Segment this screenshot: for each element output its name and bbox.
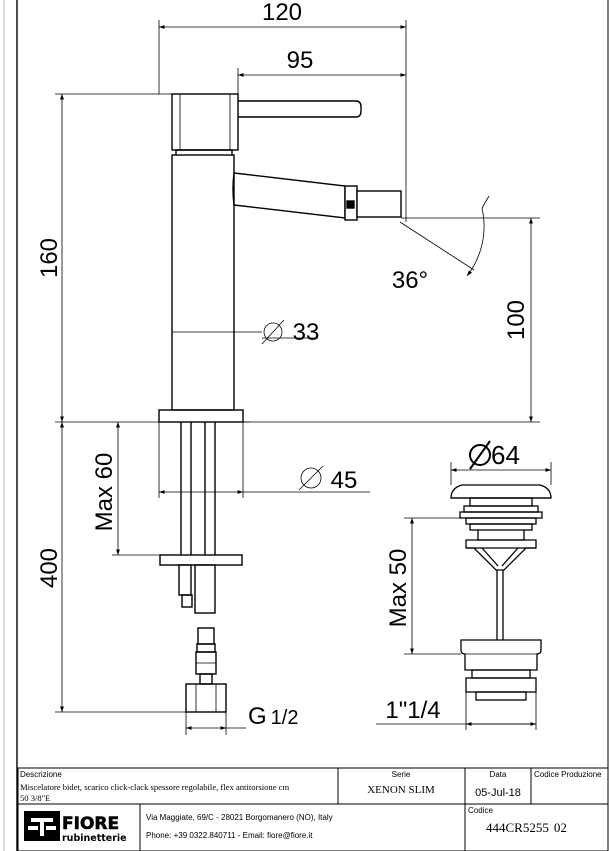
title-block bbox=[17, 767, 609, 851]
codice-produzione-label: Codice Produzione bbox=[534, 770, 602, 779]
base-plate bbox=[158, 409, 244, 423]
spout bbox=[233, 172, 346, 219]
company-contacts: Phone: +39 0322.840711 - Email: fiore@fi… bbox=[146, 831, 313, 840]
mixer-drawing bbox=[130, 93, 402, 713]
waste-dimension-lines bbox=[376, 462, 552, 730]
serie-label: Serie bbox=[392, 770, 411, 779]
dim-waste-diameter: 64 bbox=[491, 440, 520, 470]
descrizione-line2: 50 3/8"E bbox=[20, 793, 50, 803]
logo-text-bottom: rubinetterie bbox=[62, 833, 127, 844]
dim-hose-length: 400 bbox=[36, 548, 63, 588]
dim-width-spout: 95 bbox=[287, 47, 314, 74]
waste-cap bbox=[450, 484, 552, 499]
codice-value: 444CR5255 02 bbox=[486, 820, 567, 835]
descrizione-label: Descrizione bbox=[20, 770, 62, 779]
dim-max-deck: Max 60 bbox=[91, 453, 118, 532]
handle-lever bbox=[238, 100, 362, 118]
revision-number: 02 bbox=[554, 820, 567, 835]
codice-number: 444CR5255 bbox=[486, 820, 549, 835]
dim-height-spout: 100 bbox=[503, 300, 530, 340]
waste-body bbox=[466, 547, 536, 571]
dim-width-overall: 120 bbox=[262, 0, 302, 26]
fixing-plate bbox=[159, 554, 243, 566]
dim-body-diameter: 33 bbox=[293, 319, 320, 346]
dimension-lines bbox=[55, 20, 540, 735]
serie-value: XENON SLIM bbox=[367, 784, 435, 796]
dim-height-total: 160 bbox=[36, 238, 63, 278]
logo-text-top: FIORE bbox=[62, 814, 119, 834]
column-body bbox=[171, 154, 235, 411]
dim-waste-max: Max 50 bbox=[385, 549, 412, 628]
waste-nut bbox=[460, 639, 542, 671]
data-value: 05-Jul-18 bbox=[475, 787, 521, 799]
descrizione-line1: Miscelatore bidet, scarico click-clack s… bbox=[20, 782, 289, 792]
dim-base-diameter: 45 bbox=[331, 467, 358, 494]
dim-waste-thread: 1"1/4 bbox=[385, 697, 440, 724]
fiore-logo: FIORE rubinetterie bbox=[24, 811, 127, 844]
dim-thread-size: 1/2 bbox=[271, 707, 299, 729]
flex-hose-end bbox=[197, 627, 215, 645]
waste-drawing bbox=[450, 484, 552, 701]
handle-block bbox=[171, 93, 239, 151]
data-label: Data bbox=[490, 770, 507, 779]
diameter-symbol bbox=[469, 444, 491, 466]
dim-angle: 36° bbox=[392, 267, 428, 294]
codice-label: Codice bbox=[468, 806, 493, 815]
company-address: Via Maggiate, 69/C - 28021 Borgomanero (… bbox=[146, 813, 333, 822]
dim-thread-letter: G bbox=[248, 703, 267, 730]
hex-nut bbox=[185, 683, 227, 713]
